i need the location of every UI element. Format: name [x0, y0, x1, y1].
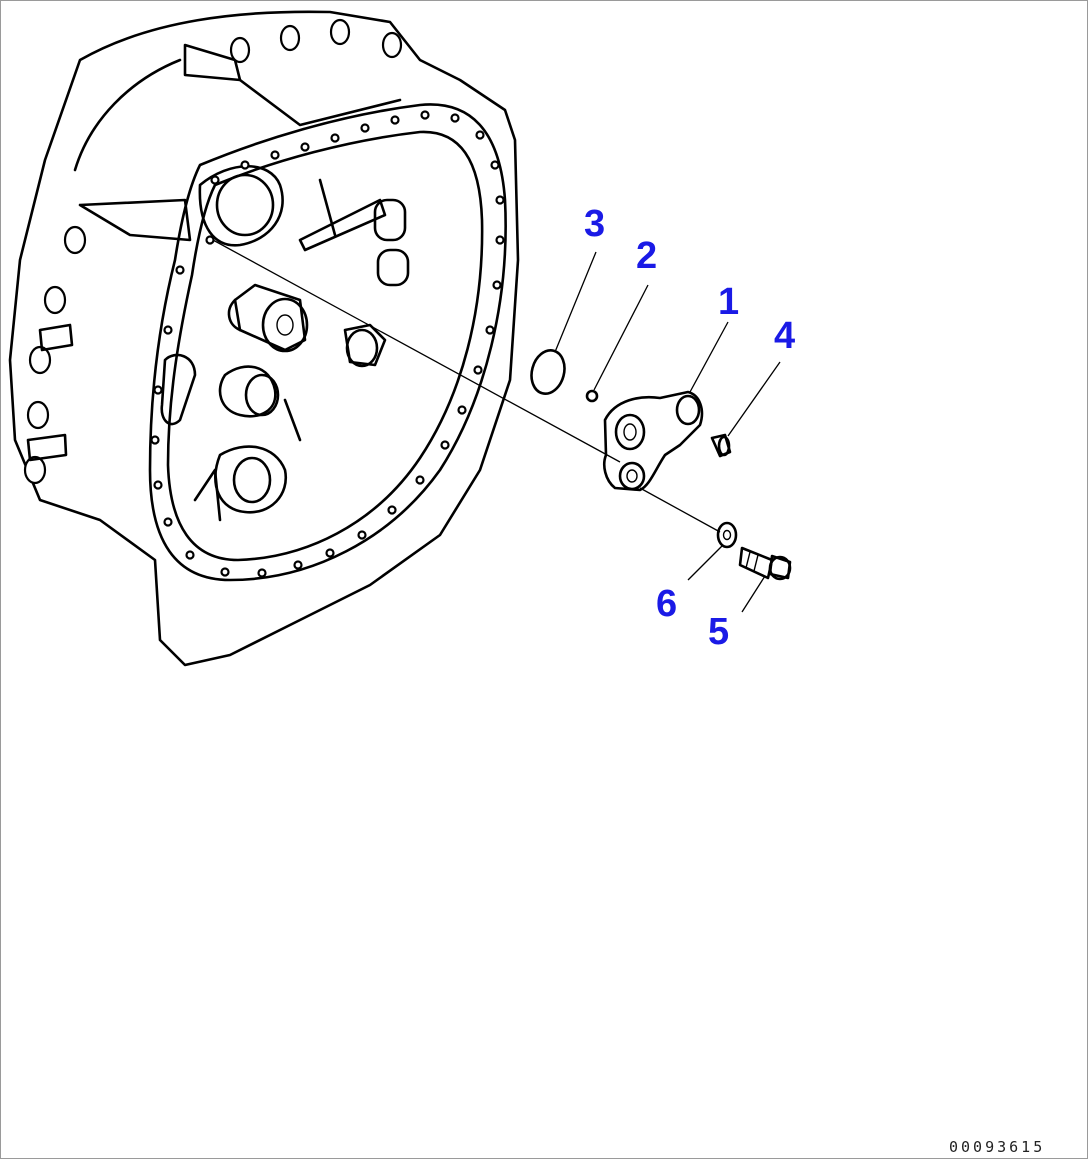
transmission-housing: [8, 10, 520, 667]
callout-5: 5: [708, 611, 729, 653]
callout-1: 1: [718, 281, 739, 323]
callout-2: 2: [636, 235, 657, 277]
flange-bolt-holes: [150, 110, 505, 578]
part-5-bolt: [738, 546, 792, 581]
assembly-lines: [212, 239, 721, 533]
part-3-cover: [530, 349, 566, 395]
part-2-ring: [585, 389, 599, 403]
callout-3: 3: [584, 203, 605, 245]
part-1-bracket: [603, 390, 704, 492]
callout-leaders: [554, 251, 781, 613]
part-4-plug: [710, 433, 732, 458]
callout-labels: 3 2 1 4 6 5: [584, 203, 795, 653]
callout-6: 6: [656, 583, 677, 625]
part-6-washer: [716, 521, 738, 549]
callout-4: 4: [774, 315, 795, 357]
reference-code: 00093615: [949, 1138, 1045, 1156]
